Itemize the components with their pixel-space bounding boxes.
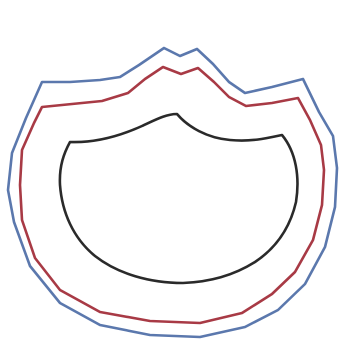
inner-contour: [60, 114, 298, 283]
middle-contour: [20, 67, 324, 323]
outer-contour: [8, 48, 337, 337]
